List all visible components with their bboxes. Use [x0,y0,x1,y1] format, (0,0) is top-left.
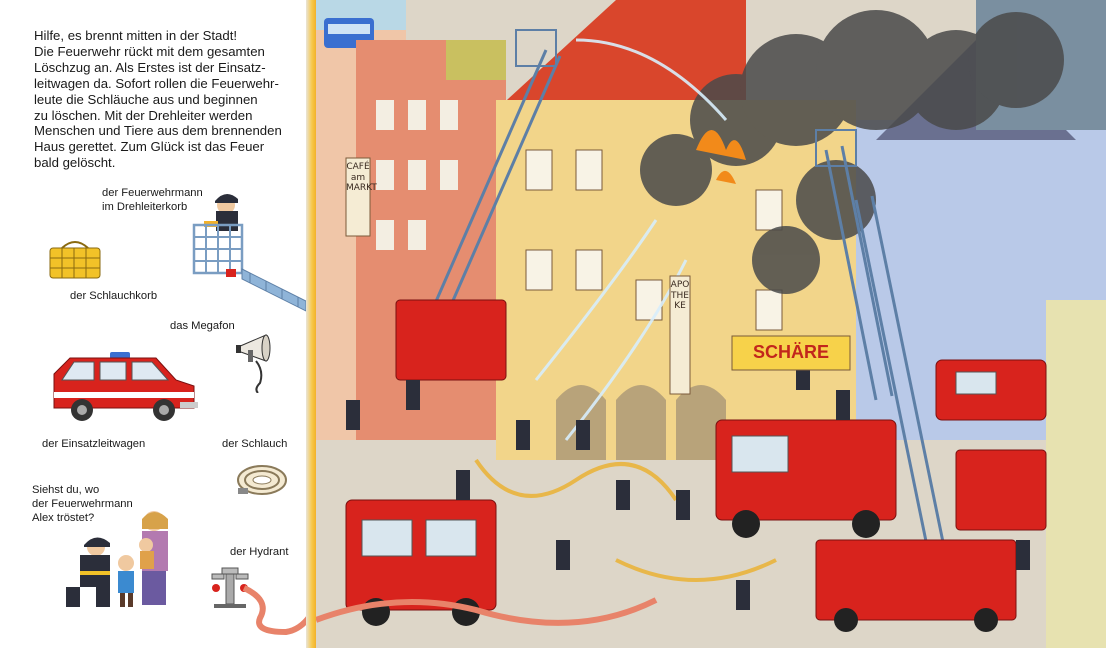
rolled-hose-illustration [237,465,287,495]
label-hydrant: der Hydrant [230,546,289,558]
firefighter-comforts-child-illustration [66,511,168,607]
question-text: Siehst du, wo der Feuerwehrmann Alex trö… [32,484,133,524]
hydrant-illustration [211,567,310,636]
page-gutter [306,0,316,648]
cafe-sign-text: CAFÉ am MARKT [346,162,377,193]
apotheke-sign-text: APOTHEKE [670,280,690,311]
scene-canvas [316,0,1106,648]
label-einsatzleitwagen: der Einsatzleitwagen [42,438,146,450]
fire-scene-illustration: CAFÉ am MARKT APOTHEKE SCHÄRE [316,0,1106,648]
megaphone-illustration [236,334,271,393]
text-page: Hilfe, es brennt mitten in der Stadt! Di… [0,0,310,648]
label-megafon: das Megafon [170,320,235,332]
label-schlauch: der Schlauch [222,438,288,450]
firefighter-basket-illustration [192,193,306,312]
command-vehicle-illustration [53,352,198,421]
apotheke-sign: APOTHEKE [670,280,690,312]
intro-paragraph: Hilfe, es brennt mitten in der Stadt! Di… [34,28,282,171]
label-schlauchkorb: der Schlauchkorb [70,290,158,302]
hose-basket-illustration [49,241,101,279]
cafe-sign: CAFÉ am MARKT [346,162,377,194]
shop-sign: SCHÄRE [752,342,829,362]
label-drehleiterkorb: der Feuerwehrmann im Drehleiterkorb [102,187,203,213]
